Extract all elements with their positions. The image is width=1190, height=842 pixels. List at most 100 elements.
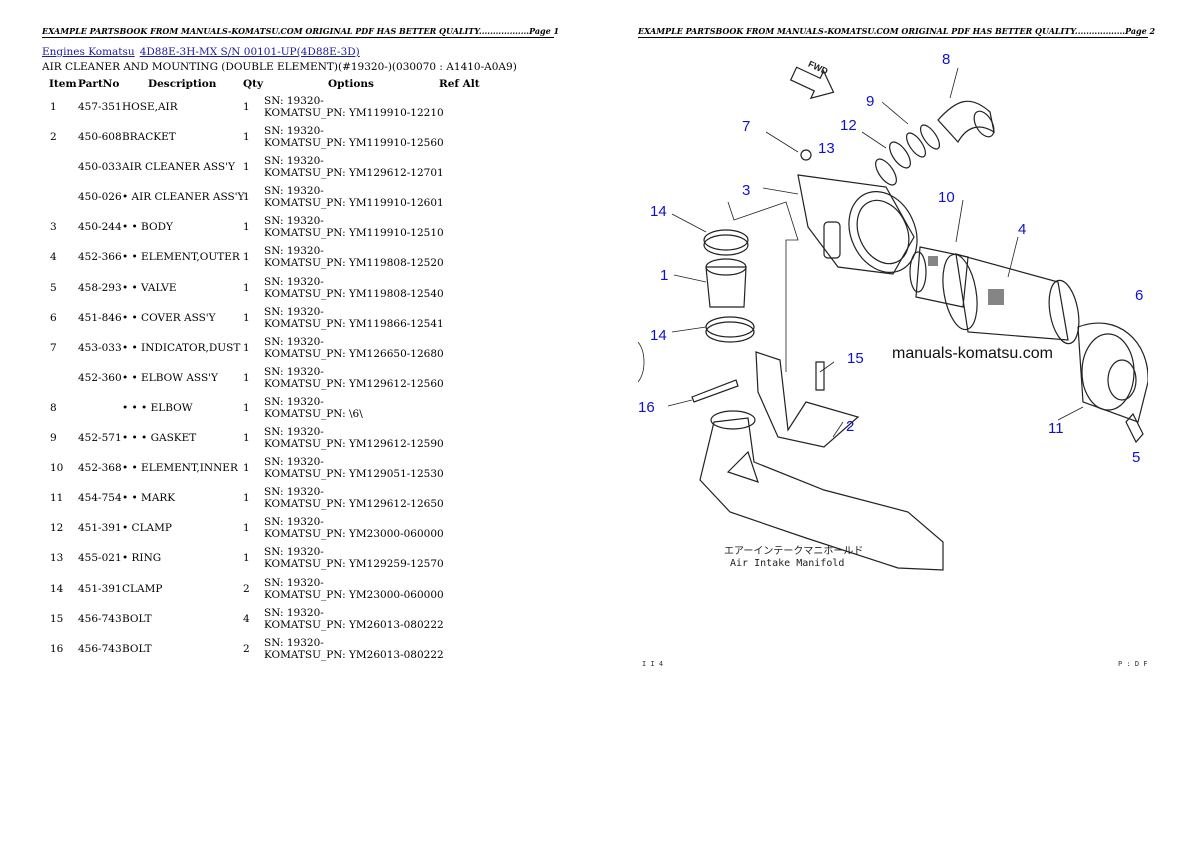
row-partno: 451-391 xyxy=(78,522,122,535)
row-partno: 453-033 xyxy=(78,341,122,354)
row-item: 6 xyxy=(50,311,57,324)
row-qty: 1 xyxy=(243,161,250,174)
column-header-qty: Qty xyxy=(243,78,264,90)
row-options-pn: KOMATSU_PN: YM129612-12650 xyxy=(264,498,444,511)
row-partno: 452-366 xyxy=(78,251,122,264)
row-qty: 1 xyxy=(243,432,250,445)
row-item: 5 xyxy=(50,281,57,294)
row-description: CLAMP xyxy=(122,582,163,595)
row-partno: 450-244 xyxy=(78,221,122,234)
row-options-pn: KOMATSU_PN: YM23000-060000 xyxy=(264,588,444,601)
row-options-pn: KOMATSU_PN: YM26013-080222 xyxy=(264,648,444,661)
row-qty: 1 xyxy=(243,492,250,505)
callout-8: 8 xyxy=(942,51,950,68)
row-options-pn: KOMATSU_PN: YM129612-12560 xyxy=(264,377,444,390)
watermark: manuals-komatsu.com xyxy=(892,345,1053,362)
row-item: 2 xyxy=(50,131,57,144)
row-qty: 1 xyxy=(243,131,250,144)
row-description: BOLT xyxy=(122,642,152,655)
row-partno: 450-026 xyxy=(78,191,122,204)
parts-diagram-drawing: 8 9 12 7 13 3 10 14 4 1 6 14 15 16 2 11 … xyxy=(638,51,1148,571)
row-item: 16 xyxy=(50,642,64,655)
row-qty: 1 xyxy=(243,401,250,414)
column-header-description: Description xyxy=(148,78,217,90)
column-header-item: Item xyxy=(49,78,77,90)
row-partno: 450-608 xyxy=(78,131,122,144)
row-description: BRACKET xyxy=(122,131,176,144)
row-qty: 1 xyxy=(243,221,250,234)
row-description: • • BODY xyxy=(122,221,173,234)
row-options-pn: KOMATSU_PN: YM119808-12520 xyxy=(264,257,444,270)
row-description: • • • ELBOW xyxy=(122,401,193,414)
row-partno: 451-846 xyxy=(78,311,122,324)
row-qty: 1 xyxy=(243,101,250,113)
callout-5: 5 xyxy=(1132,449,1140,466)
row-options-pn: KOMATSU_PN: YM119866-12541 xyxy=(264,317,444,330)
row-options-pn: KOMATSU_PN: YM23000-060000 xyxy=(264,528,444,541)
callout-3: 3 xyxy=(742,182,750,199)
row-description: • RING xyxy=(122,552,162,565)
callout-6: 6 xyxy=(1135,287,1143,304)
row-description: • • • GASKET xyxy=(122,432,197,445)
row-item: 11 xyxy=(50,492,64,505)
row-item: 8 xyxy=(50,401,57,414)
row-partno: 452-360 xyxy=(78,371,122,384)
row-options-sn: SN: 19320- xyxy=(264,546,324,559)
row-options-sn: SN: 19320- xyxy=(264,426,324,439)
row-description: HOSE,AIR xyxy=(122,101,178,113)
row-options-pn: KOMATSU_PN: YM26013-080222 xyxy=(264,618,444,631)
row-item: 4 xyxy=(50,251,57,264)
row-partno: 455-021 xyxy=(78,552,122,565)
callout-2: 2 xyxy=(846,418,854,435)
row-qty: 1 xyxy=(243,281,250,294)
row-item: 15 xyxy=(50,612,64,625)
table-row: 5 458-293• • VALVE 1 SN: 19320-KOMATSU_PN: … xyxy=(0,275,560,307)
row-qty: 1 xyxy=(243,251,250,264)
row-description: • • VALVE xyxy=(122,281,177,294)
row-qty: 1 xyxy=(243,311,250,324)
row-options-sn: SN: 19320- xyxy=(264,395,324,408)
row-options-sn: SN: 19320- xyxy=(264,486,324,499)
row-options-pn: KOMATSU_PN: YM119910-12210 xyxy=(264,107,444,119)
row-options-pn: KOMATSU_PN: YM119910-12601 xyxy=(264,197,444,210)
row-options-pn: KOMATSU_PN: YM119910-12560 xyxy=(264,137,444,150)
row-options-sn: SN: 19320- xyxy=(264,636,324,649)
row-options-sn: SN: 19320- xyxy=(264,305,324,318)
diagram-caption-jp: エアーインテークマニホールド xyxy=(724,545,863,557)
page-title: AIR CLEANER AND MOUNTING (DOUBLE ELEMENT… xyxy=(42,61,517,73)
callout-12: 12 xyxy=(840,117,857,134)
row-partno: 450-033 xyxy=(78,161,122,174)
row-options-pn: KOMATSU_PN: YM129259-12570 xyxy=(264,558,444,571)
breadcrumb-model-link[interactable]: 4D88E-3H-MX S/N 00101-UP(4D88E-3D) xyxy=(139,46,360,58)
row-options-pn: KOMATSU_PN: YM119808-12540 xyxy=(264,287,444,300)
diagram-caption-en: Air Intake Manifold xyxy=(730,558,844,569)
breadcrumb-engines-link[interactable]: Engines Komatsu xyxy=(42,46,135,58)
row-description: • • ELEMENT,INNER xyxy=(122,462,238,475)
callout-16: 16 xyxy=(638,399,655,416)
row-options-sn: SN: 19320- xyxy=(264,245,324,258)
row-options-pn: KOMATSU_PN: YM129612-12590 xyxy=(264,438,444,451)
row-options-pn: KOMATSU_PN: YM126650-12680 xyxy=(264,347,444,360)
row-description: • • ELBOW ASS'Y xyxy=(122,371,218,384)
row-options-sn: SN: 19320- xyxy=(264,215,324,228)
parts-diagram: 8 9 12 7 13 3 10 14 4 1 6 14 15 16 2 11 … xyxy=(638,42,1148,662)
row-partno: 454-754 xyxy=(78,492,122,505)
page1-header: EXAMPLE PARTSBOOK FROM MANUALS-KOMATSU.C… xyxy=(42,26,560,38)
row-qty: 1 xyxy=(243,341,250,354)
row-options-sn: SN: 19320- xyxy=(264,275,324,288)
row-qty: 4 xyxy=(243,612,250,625)
column-header-partno: PartNo xyxy=(78,78,120,90)
row-description: • AIR CLEANER ASS'Y xyxy=(122,191,245,204)
row-item: 12 xyxy=(50,522,64,535)
row-partno: 458-293 xyxy=(78,281,122,294)
row-options-sn: SN: 19320- xyxy=(264,155,324,168)
callout-1: 1 xyxy=(660,267,668,284)
row-description: AIR CLEANER ASS'Y xyxy=(122,161,235,174)
